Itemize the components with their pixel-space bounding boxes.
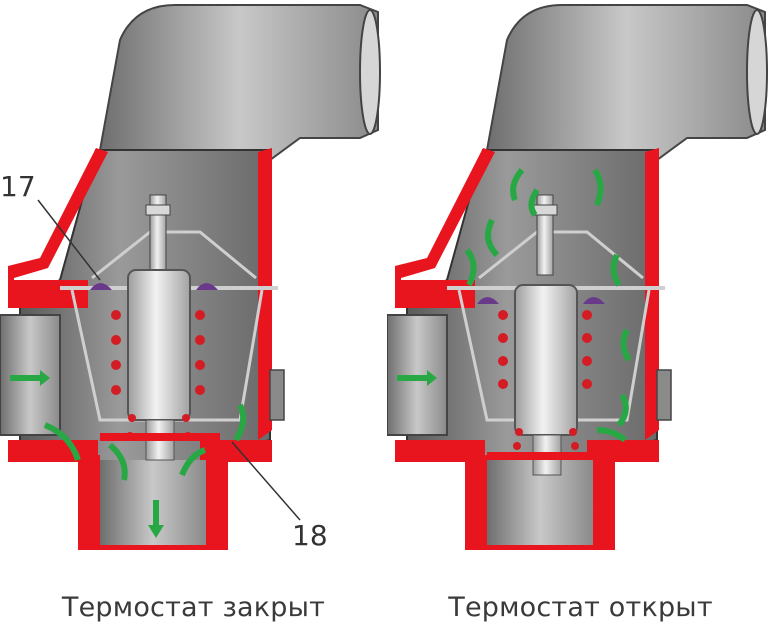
- thermostat-closed-figure: 17 18 Термостат закрыт: [0, 4, 381, 623]
- housing-wall-right: [645, 148, 659, 440]
- valve-seat-17-left: [90, 283, 112, 290]
- callout-line-17: [37, 199, 101, 281]
- callout-17: 17: [0, 170, 36, 203]
- callout-line-18: [231, 441, 301, 521]
- flow-arrows: [10, 370, 247, 538]
- valve-seat-right: [583, 297, 605, 304]
- housing-wall-right: [258, 148, 272, 440]
- bypass-valve: [487, 452, 607, 460]
- flow-arrows: [397, 168, 632, 443]
- thermostat-open-diagram: [387, 4, 768, 550]
- wax-element: [127, 269, 191, 421]
- callout-18: 18: [292, 519, 328, 552]
- caption-open: Термостат открыт: [448, 592, 713, 623]
- wax-element: [514, 284, 578, 436]
- valve-seat-left: [477, 297, 499, 304]
- caption-closed: Термостат закрыт: [61, 592, 326, 623]
- spring: [498, 310, 592, 450]
- bypass-valve-18: [100, 433, 220, 441]
- thermostat-closed-diagram: [0, 4, 381, 550]
- housing-wall-left: [395, 148, 495, 300]
- thermostat-open-figure: Термостат открыт: [387, 0, 774, 632]
- housing-wall-left: [8, 148, 108, 300]
- outlet-pipe: [99, 4, 379, 161]
- outlet-pipe: [486, 4, 766, 161]
- valve-seat-17-right: [196, 283, 218, 290]
